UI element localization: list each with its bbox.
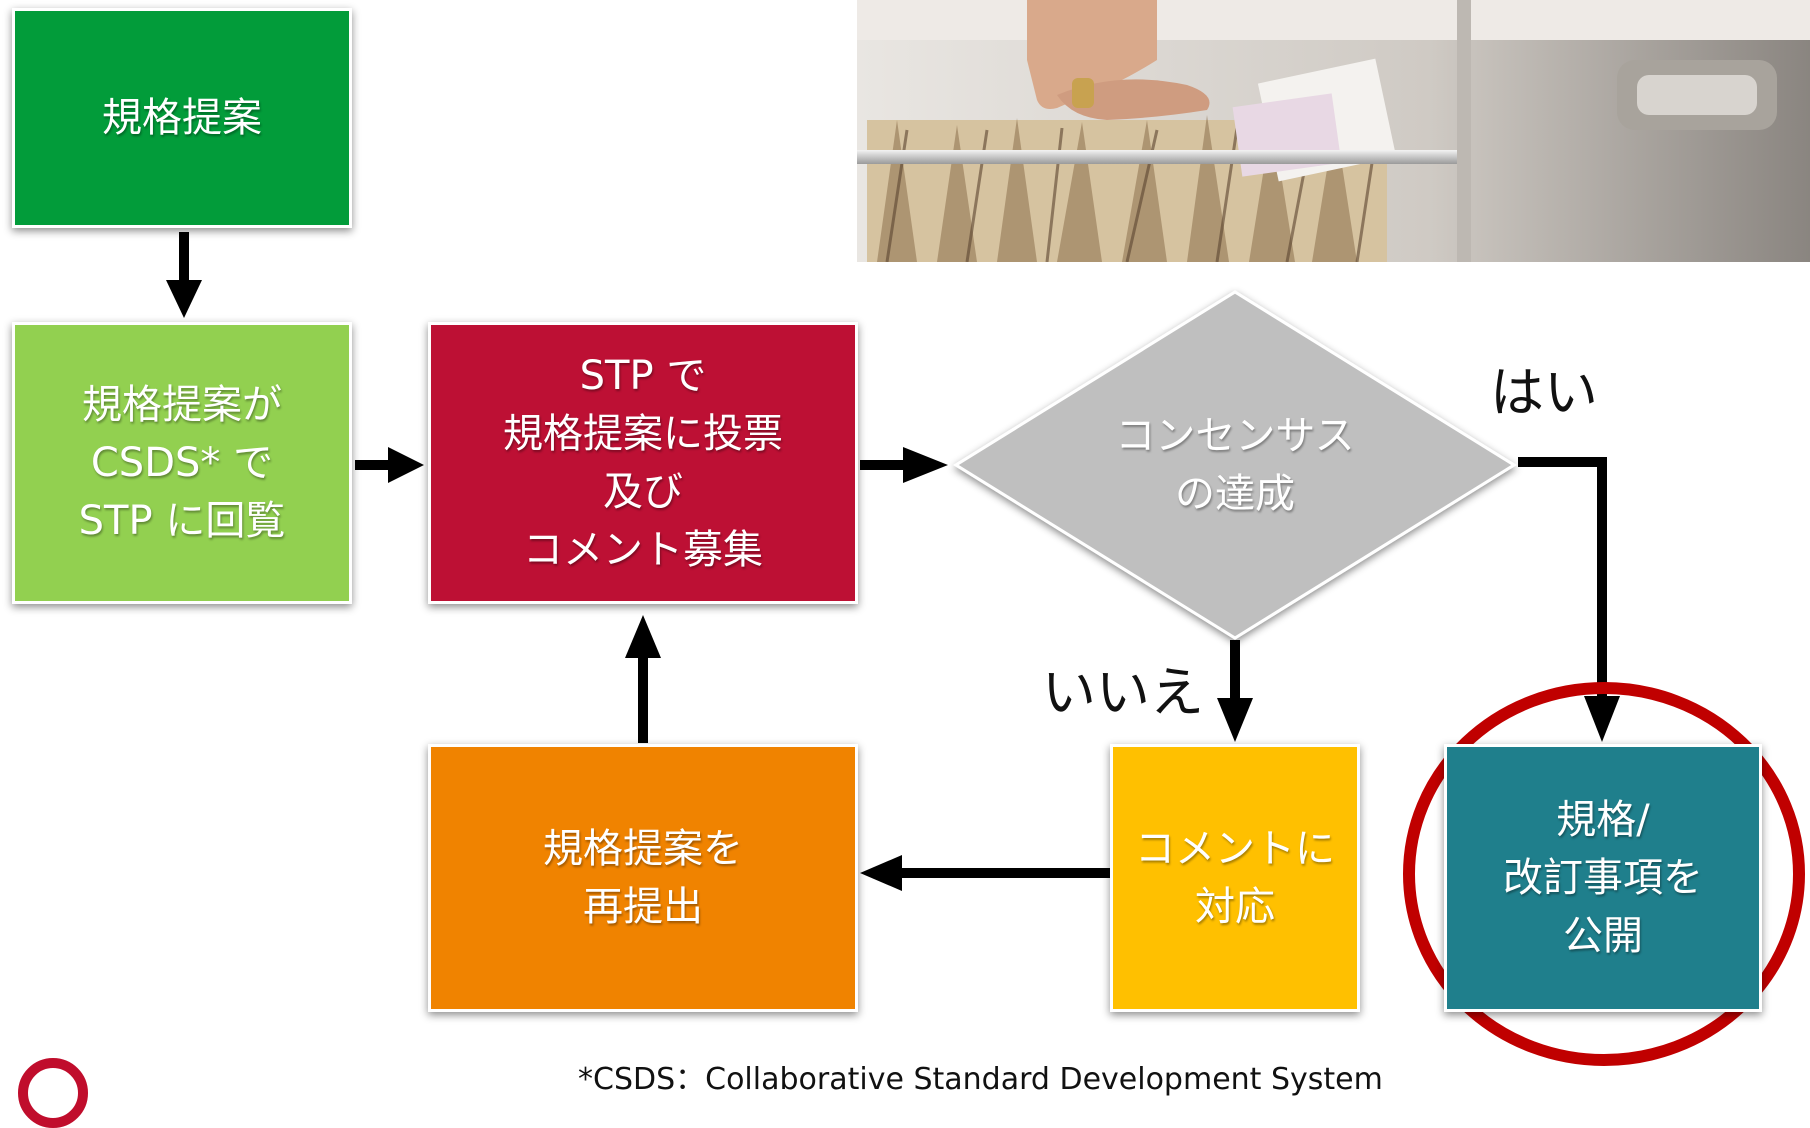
filing-cabinet-photo bbox=[857, 0, 1810, 262]
arrow-yes-to-publish bbox=[1518, 457, 1607, 698]
node-circulate-line-2: CSDS* で bbox=[90, 440, 274, 486]
branch-label-no: いいえ bbox=[1042, 661, 1204, 724]
footnote: *CSDS：Collaborative Standard Development… bbox=[578, 1062, 1383, 1097]
node-resubmit-line-2: 再提出 bbox=[583, 884, 703, 930]
node-consensus: コンセンサス の達成 bbox=[1040, 400, 1430, 530]
arrowhead-right-1 bbox=[388, 447, 424, 483]
node-respond-line-2: 対応 bbox=[1195, 884, 1275, 930]
branch-label-yes: はい bbox=[1490, 361, 1598, 424]
node-publish: 規格/ 改訂事項を 公開 bbox=[1444, 744, 1762, 1012]
node-publish-line-2: 改訂事項を bbox=[1503, 855, 1703, 901]
node-respond-line-1: コメントに bbox=[1135, 826, 1335, 872]
node-consensus-line-1: コンセンサス bbox=[1115, 413, 1355, 459]
arrowhead-down-3 bbox=[1217, 698, 1253, 742]
logo-ring-icon bbox=[18, 1058, 88, 1128]
arrowhead-right-2 bbox=[903, 447, 948, 483]
node-publish-line-1: 規格/ bbox=[1556, 797, 1650, 843]
node-vote-line-2: 規格提案に投票 bbox=[503, 411, 783, 457]
node-circulate-line-1: 規格提案が bbox=[82, 382, 282, 428]
flow-connectors bbox=[166, 232, 1805, 1066]
node-publish-line-3: 公開 bbox=[1563, 913, 1643, 959]
node-proposal-line-1: 規格提案 bbox=[102, 95, 262, 141]
node-circulate: 規格提案が CSDS* で STP に回覧 bbox=[12, 322, 352, 604]
node-resubmit: 規格提案を 再提出 bbox=[428, 744, 858, 1012]
node-respond: コメントに 対応 bbox=[1110, 744, 1360, 1012]
node-proposal: 規格提案 bbox=[12, 8, 352, 228]
arrowhead-left-1 bbox=[860, 855, 902, 891]
node-circulate-line-3: STP に回覧 bbox=[78, 498, 286, 544]
filing-cabinet-photo-illustration bbox=[857, 0, 1810, 262]
node-vote: STP で 規格提案に投票 及び コメント募集 bbox=[428, 322, 858, 604]
node-vote-line-4: コメント募集 bbox=[523, 527, 763, 573]
publish-highlight-circle bbox=[1403, 682, 1805, 1066]
arrowhead-up-1 bbox=[625, 615, 661, 658]
arrowhead-down-2 bbox=[1584, 696, 1620, 742]
node-resubmit-line-1: 規格提案を bbox=[543, 826, 743, 872]
node-vote-line-3: 及び bbox=[603, 469, 683, 515]
node-consensus-diamond bbox=[953, 290, 1517, 640]
node-vote-line-1: STP で bbox=[579, 353, 707, 399]
arrowhead-down-1 bbox=[166, 280, 202, 318]
node-consensus-line-2: の達成 bbox=[1175, 471, 1295, 517]
